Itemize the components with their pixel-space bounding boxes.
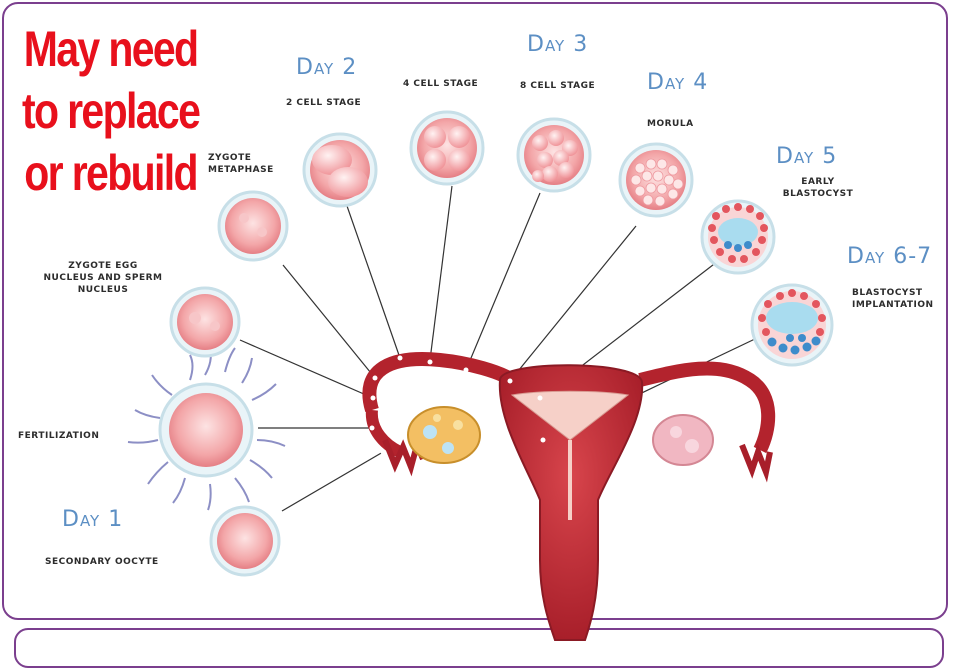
- cell-fertilization: [128, 348, 285, 510]
- uterus-illustration: [369, 356, 770, 641]
- stage-fertilization: Fertilization: [18, 430, 108, 442]
- cell-two-cell: [304, 134, 376, 206]
- stage-eight-cell: 8 Cell Stage: [520, 80, 620, 92]
- cell-early-blastocyst: [702, 201, 774, 273]
- cell-blastocyst-implantation: [752, 285, 832, 365]
- cell-morula: [620, 144, 692, 216]
- stage-blastocyst-implantation: Blastocyst Implantation: [852, 287, 942, 311]
- cell-zygote-nuclei: [171, 288, 239, 356]
- stage-early-blastocyst: Early Blastocyst: [778, 176, 858, 200]
- day-4-label: Day 4: [647, 70, 708, 95]
- day-1-label: Day 1: [62, 507, 123, 532]
- day-2-label: Day 2: [296, 55, 357, 80]
- stage-zygote-metaphase: Zygote Metaphase: [208, 152, 278, 176]
- day-6-7-label: Day 6-7: [847, 244, 932, 269]
- cell-eight-cell: [518, 119, 590, 191]
- replace-note: May need to replace or rebuild: [4, 18, 217, 204]
- stage-two-cell: 2 Cell Stage: [286, 97, 386, 109]
- cell-zygote-metaphase: [219, 192, 287, 260]
- day-5-label: Day 5: [776, 144, 837, 169]
- day-3-label: Day 3: [527, 32, 588, 57]
- cell-secondary-oocyte: [211, 507, 279, 575]
- stage-four-cell: 4 Cell Stage: [403, 78, 503, 90]
- stage-morula: Morula: [647, 118, 727, 130]
- stage-secondary-oocyte: Secondary Oocyte: [45, 556, 175, 568]
- stage-zygote-nuclei: Zygote Egg nucleus and sperm nucleus: [42, 260, 164, 296]
- cell-four-cell: [411, 112, 483, 184]
